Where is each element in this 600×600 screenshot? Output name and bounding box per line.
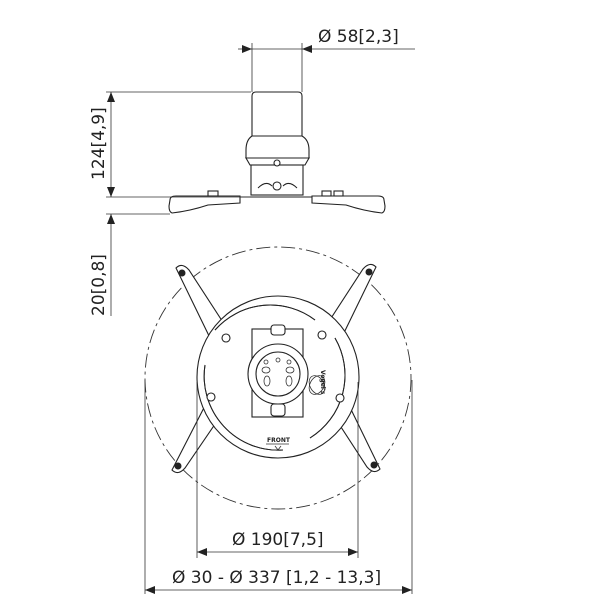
side-view [168, 91, 386, 214]
front-label: FRONT [267, 437, 291, 444]
foot-right [311, 195, 386, 214]
projector-range-circle [144, 246, 412, 510]
foot-left [168, 195, 241, 214]
svg-text:Vogel's: Vogel's [319, 370, 326, 395]
brand-logo: Vogel's [308, 370, 326, 395]
dimension-column-diameter: Ø 58[2,3] [238, 27, 415, 92]
dimension-label: 124[4,9] [89, 107, 109, 180]
top-view: Vogel's FRONT [144, 246, 412, 510]
dimension-label: Ø 58[2,3] [318, 27, 399, 47]
dimension-label: Ø 190[7,5] [232, 530, 324, 550]
dimension-foot-height: 20[0,8] [89, 214, 115, 316]
mount-column [251, 91, 303, 137]
dimension-height: 124[4,9] [89, 91, 251, 215]
dimension-label: 20[0,8] [89, 254, 109, 316]
dimension-projector-range: Ø 30 - Ø 337 [1,2 - 13,3] [144, 380, 413, 594]
dimension-plate-diameter: Ø 190[7,5] [196, 382, 359, 558]
adjust-knob [245, 135, 310, 159]
dimension-label: Ø 30 - Ø 337 [1,2 - 13,3] [172, 568, 381, 588]
